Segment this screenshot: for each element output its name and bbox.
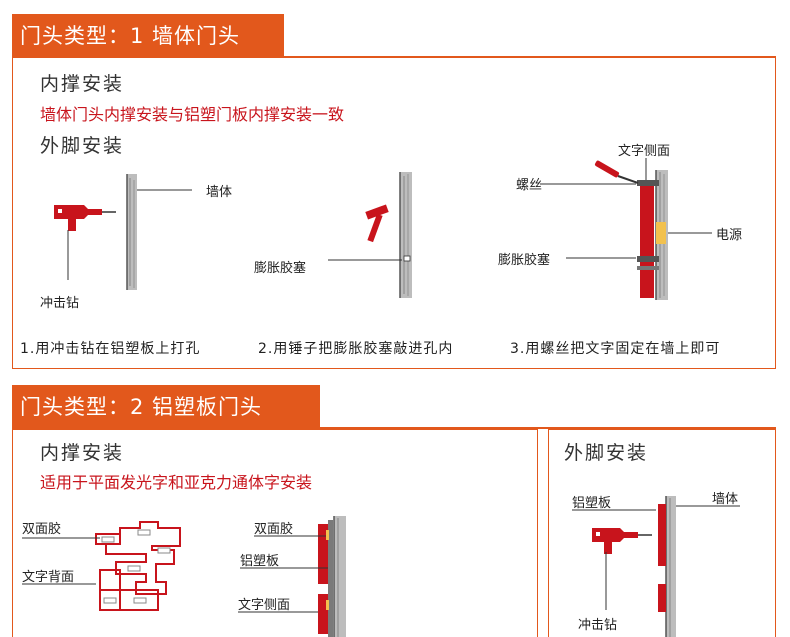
section1-inner-title: 内撑安装 xyxy=(40,73,125,95)
wall-4 xyxy=(333,516,346,637)
letter-side-2 xyxy=(318,594,328,634)
label-text-side2: 文字侧面 xyxy=(238,598,291,613)
section1-tag-text: 门头类型：1 墙体门头 xyxy=(20,24,241,48)
label-double-tape2: 双面胶 xyxy=(254,522,294,537)
bracket-top xyxy=(637,180,659,186)
label-screw: 螺丝 xyxy=(516,178,543,193)
aluminum-panel-outer-2 xyxy=(658,584,666,612)
label-power: 电源 xyxy=(716,228,743,243)
screwdriver-icon xyxy=(594,160,639,184)
label-char-back: 文字背面 xyxy=(22,570,75,585)
section1-inner-note: 墙体门头内撑安装与铝塑门板内撑安装一致 xyxy=(40,105,345,124)
label-drill-outer: 冲击钻 xyxy=(578,618,618,633)
aluminum-panel-outer xyxy=(658,504,666,566)
wall-1 xyxy=(126,174,137,290)
label-anchor: 膨胀胶塞 xyxy=(254,261,307,276)
label-wall-outer: 墙体 xyxy=(712,492,739,507)
power-box xyxy=(656,222,666,244)
drill-icon xyxy=(54,205,116,231)
bracket-bottom xyxy=(637,256,659,262)
character-outline xyxy=(95,521,181,611)
tape-side-2 xyxy=(326,600,329,610)
letter-side-1 xyxy=(318,524,328,584)
label-anchor2: 膨胀胶塞 xyxy=(498,253,551,268)
section1-outer-title: 外脚安装 xyxy=(40,135,125,157)
bracket-bottom2 xyxy=(637,266,659,270)
step-1: 1.用冲击钻在铝塑板上打孔 xyxy=(20,341,201,357)
anchor-plug xyxy=(403,255,411,262)
hammer-icon xyxy=(365,204,389,243)
aluminum-panel-side xyxy=(328,520,333,637)
label-double-tape: 双面胶 xyxy=(22,522,62,537)
tape-pads xyxy=(101,529,171,604)
drill-icon-2 xyxy=(592,528,652,554)
wall-5 xyxy=(665,496,676,637)
section2-tag: 门头类型：2 铝塑板门头 xyxy=(12,385,320,429)
tape-side-1 xyxy=(326,530,329,540)
label-wall: 墙体 xyxy=(206,185,233,200)
section2-rule xyxy=(312,427,776,429)
label-drill: 冲击钻 xyxy=(40,296,80,311)
label-aluminum: 铝塑板 xyxy=(240,554,280,569)
section2-inner-title: 内撑安装 xyxy=(40,442,125,464)
wall-2 xyxy=(399,172,412,298)
section2-tag-text: 门头类型：2 铝塑板门头 xyxy=(20,395,263,419)
step-3: 3.用螺丝把文字固定在墙上即可 xyxy=(510,341,721,357)
section2-inner-note: 适用于平面发光字和亚克力通体字安装 xyxy=(40,473,313,492)
label-text-side: 文字侧面 xyxy=(618,144,671,159)
section1-tag: 门头类型：1 墙体门头 xyxy=(12,14,284,58)
section2-outer-title: 外脚安装 xyxy=(564,442,649,464)
label-aluminum-outer: 铝塑板 xyxy=(572,496,612,511)
step-2: 2.用锤子把膨胀胶塞敲进孔内 xyxy=(258,341,454,357)
